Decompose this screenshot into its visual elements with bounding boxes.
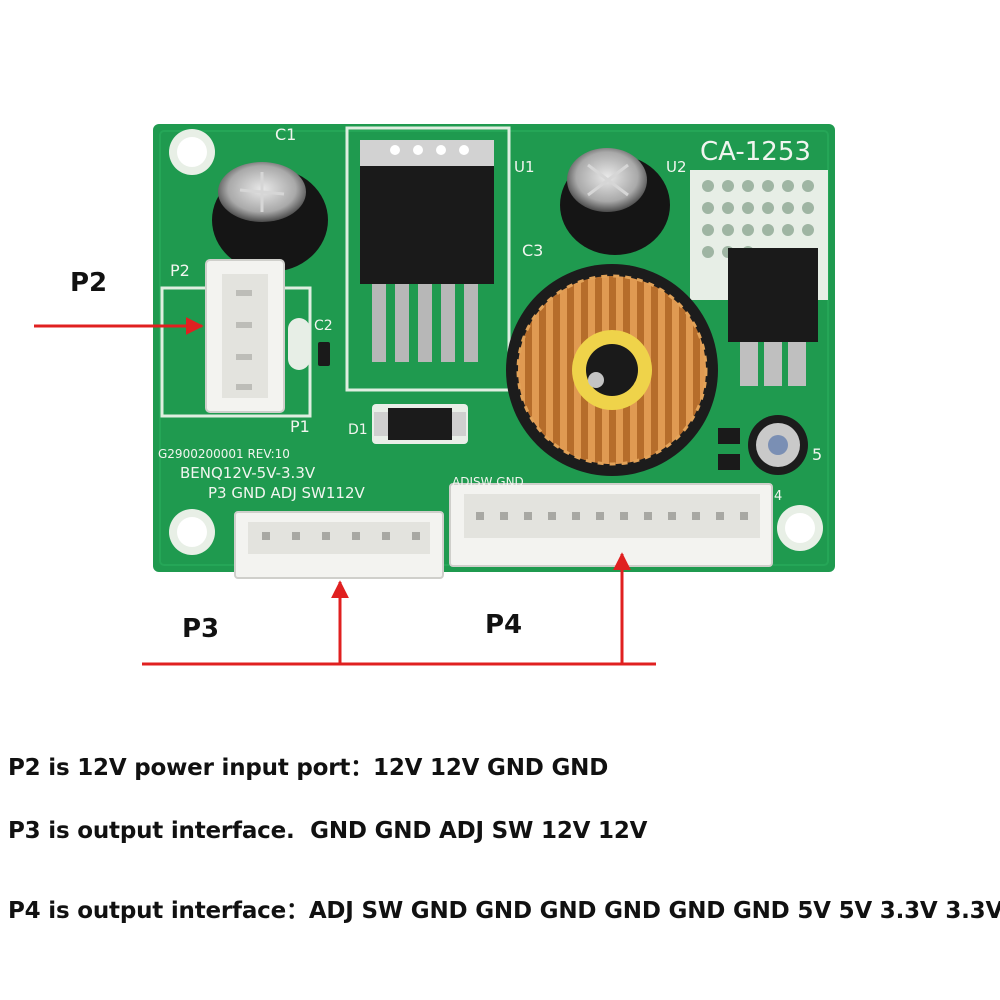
capacitor-c3 bbox=[560, 148, 670, 255]
silk-pin4: 4 bbox=[774, 489, 782, 504]
mounting-hole-bottom-left bbox=[169, 509, 215, 555]
toroid-inductor bbox=[506, 264, 718, 476]
connector-p2 bbox=[205, 259, 310, 413]
connector-p3 bbox=[234, 511, 444, 579]
silk-c5: 5 bbox=[812, 445, 822, 464]
silk-p1: P1 bbox=[290, 417, 310, 436]
description-p3: P3 is output interface. GND GND ADJ SW 1… bbox=[8, 818, 648, 844]
silk-c1: C1 bbox=[275, 125, 296, 144]
callout-p4: P4 bbox=[485, 610, 523, 640]
silk-c2: C2 bbox=[314, 318, 333, 334]
regulator-u1 bbox=[360, 140, 494, 362]
silk-p2: P2 bbox=[170, 261, 190, 280]
description-p4: P4 is output interface：ADJ SW GND GND GN… bbox=[8, 898, 1000, 924]
capacitor-c5 bbox=[748, 415, 808, 475]
silk-u1: U1 bbox=[514, 158, 535, 176]
callout-p3: P3 bbox=[182, 614, 220, 644]
regulator-u2 bbox=[728, 248, 818, 386]
silk-u2: U2 bbox=[666, 158, 687, 176]
pcb-figure: CA-1253 C1 U1 U2 C3 P2 C2 P1 D1 5 4 G290… bbox=[34, 124, 835, 666]
mounting-hole-bottom-right bbox=[777, 505, 823, 551]
board-model-label: CA-1253 bbox=[700, 137, 811, 167]
callout-p2: P2 bbox=[70, 268, 108, 298]
board-variant-label: BENQ12V-5V-3.3V bbox=[180, 464, 316, 482]
capacitor-c1 bbox=[212, 162, 328, 272]
p3-pin-labels: P3 GND ADJ SW112V bbox=[208, 484, 366, 502]
diode-d1 bbox=[372, 404, 468, 444]
p4-pin-labels: ADJSW GND bbox=[452, 475, 524, 489]
connector-p4 bbox=[449, 483, 773, 567]
description-p2: P2 is 12V power input port：12V 12V GND G… bbox=[8, 755, 609, 781]
silk-c3: C3 bbox=[522, 241, 543, 260]
silk-d1: D1 bbox=[348, 422, 368, 438]
mounting-hole-top-left bbox=[169, 129, 215, 175]
board-revision-label: G2900200001 REV:10 bbox=[158, 447, 290, 461]
